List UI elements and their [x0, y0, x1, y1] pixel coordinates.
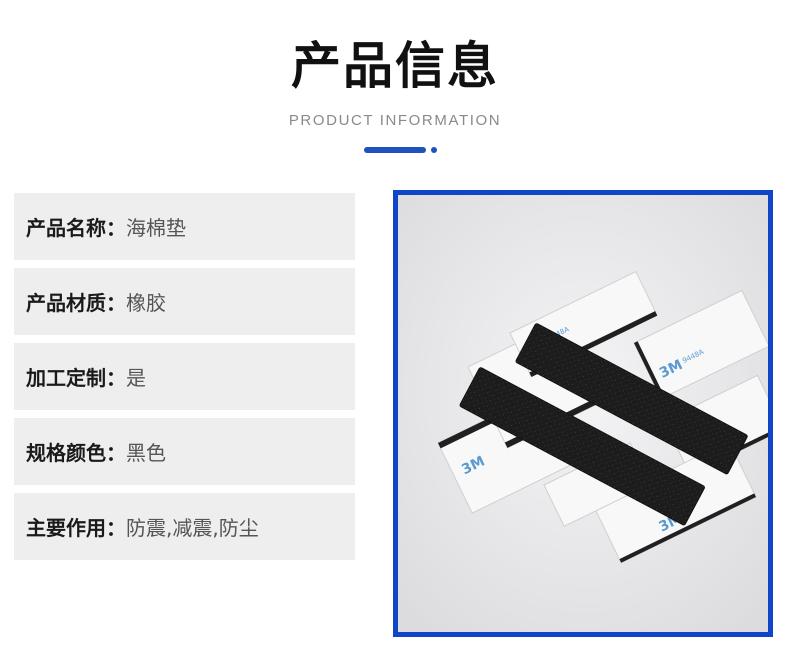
page-title: 产品信息 — [291, 37, 499, 95]
info-value: 是 — [126, 366, 146, 390]
info-value: 防震,减震,防尘 — [126, 516, 259, 540]
info-label: 主要作用： — [26, 516, 126, 540]
info-row-color: 规格颜色： 黑色 — [14, 418, 355, 485]
product-info-list: 产品名称： 海棉垫 产品材质： 橡胶 加工定制： 是 规格颜色： 黑色 主要作用… — [14, 193, 355, 568]
info-value: 海棉垫 — [126, 216, 186, 240]
title-underline-bar — [364, 147, 426, 153]
info-row-customization: 加工定制： 是 — [14, 343, 355, 410]
info-value: 黑色 — [126, 441, 166, 465]
title-underline-dot — [431, 147, 437, 153]
product-photo-image: 3M 3M 3M 9448A 3M 9448A 3M 9448A — [398, 195, 768, 632]
info-row-material: 产品材质： 橡胶 — [14, 268, 355, 335]
product-photo: 3M 3M 3M 9448A 3M 9448A 3M 9448A — [393, 190, 773, 637]
backing-strip: 3M 9448A — [633, 289, 768, 400]
page-subtitle: PRODUCT INFORMATION — [288, 112, 502, 129]
info-label: 规格颜色： — [26, 441, 126, 465]
info-value: 橡胶 — [126, 291, 166, 315]
info-row-name: 产品名称： 海棉垫 — [14, 193, 355, 260]
foam-pad — [459, 367, 705, 526]
info-row-function: 主要作用： 防震,减震,防尘 — [14, 493, 355, 560]
info-label: 加工定制： — [26, 366, 126, 390]
info-label: 产品材质： — [26, 291, 126, 315]
info-label: 产品名称： — [26, 216, 126, 240]
foam-pad — [515, 323, 748, 475]
